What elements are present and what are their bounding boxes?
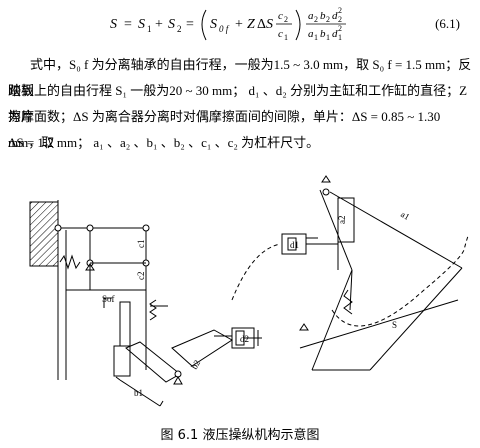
label-a1: a1 [399,209,411,222]
svg-text:b: b [320,28,326,40]
svg-text:=: = [124,17,132,32]
svg-text:c: c [278,28,283,40]
paragraph-line-4: ΔS = 1.2 mm； a₁ 、a₂ 、b₁ 、b₂ 、c₁ 、c₂ 为杠杆尺… [8,135,320,150]
svg-text:a: a [308,10,314,22]
svg-text:2: 2 [177,24,182,34]
svg-text:a: a [308,28,314,40]
svg-text:2: 2 [284,15,288,24]
label-b1: b1 [134,388,143,398]
svg-text:1: 1 [326,33,330,42]
label-a2: a2 [337,216,347,225]
label-s: S [392,320,397,330]
svg-text:=: = [186,17,194,32]
equation-number: (6.1) [435,16,460,31]
fixed-wall [29,201,59,267]
hydraulic-mechanism-figure: c1 c2 Sof b1 b2 d2 d1 a2 a1 S [29,175,469,407]
paragraph-line-3: 擦片面数；ΔS 为离合器分离时对偶摩擦面间的间隙，单片：ΔS = 0.85 ~ … [8,109,441,150]
svg-text:2: 2 [338,6,342,15]
svg-text:S: S [110,17,117,32]
paragraph-line-1: 式中，S₀ f 为分离轴承的自由行程，一般为1.5 ~ 3.0 mm，取 S₀ … [8,57,472,98]
svg-text:1: 1 [284,33,288,42]
svg-text:S: S [266,17,273,32]
svg-text:+: + [235,17,243,32]
svg-text:Δ: Δ [257,17,266,32]
label-d2: d2 [240,334,249,344]
label-b2: b2 [189,358,202,371]
svg-text:S: S [210,17,217,32]
figure-caption: 图 6.1 液压操纵机构示意图 [160,428,320,443]
label-sof: Sof [102,294,115,304]
svg-text:1: 1 [314,33,318,42]
svg-text:d: d [332,10,338,22]
svg-text:b: b [320,10,326,22]
label-d1: d1 [290,240,299,250]
svg-text:d: d [332,28,338,40]
svg-text:Z: Z [247,17,255,32]
paragraph-line-2: 踏板上的自由行程 S₁ 一般为20 ~ 30 mm； d₁ 、d₂ 分别为主缸和… [8,83,468,124]
svg-text:S: S [168,17,175,32]
svg-text:2: 2 [326,15,330,24]
svg-text:2: 2 [338,24,342,33]
svg-text:+: + [155,17,163,32]
return-spring [59,254,81,270]
label-c1: c1 [136,240,146,249]
svg-text:1: 1 [147,24,152,34]
svg-text:1: 1 [338,33,342,42]
svg-text:2: 2 [338,15,342,24]
svg-text:2: 2 [314,15,318,24]
svg-text:c: c [278,10,283,22]
svg-text:S: S [138,17,145,32]
svg-text:0 f: 0 f [219,24,230,34]
label-c2: c2 [136,272,146,281]
